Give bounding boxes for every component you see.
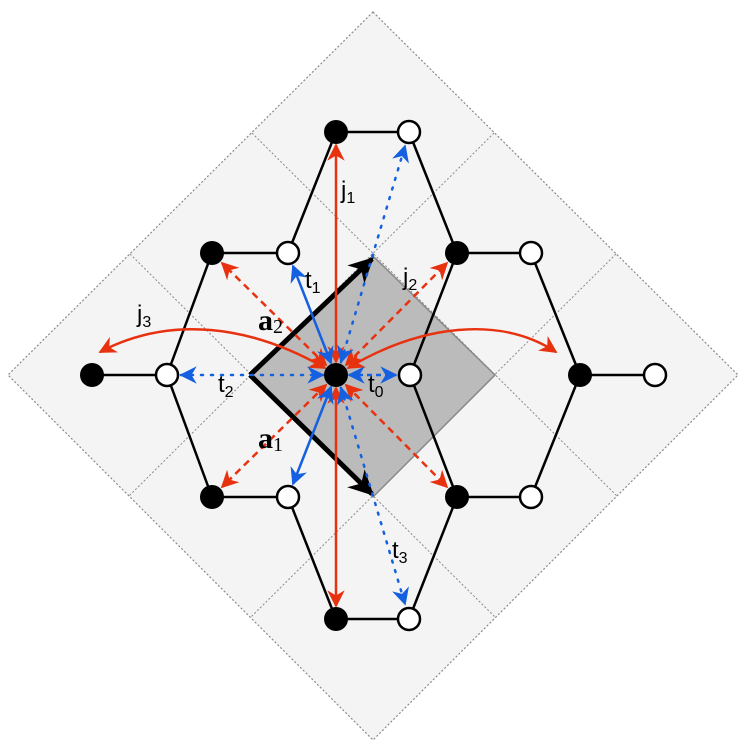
node-a [445,241,469,265]
label-t0: t0 [368,371,384,401]
node-b [518,484,544,510]
node-b [642,362,668,388]
label-a2: a2 [258,304,283,338]
node-b [518,240,544,266]
t1-up-arrow [290,264,334,365]
t3-down-arrow [337,386,409,606]
t3-up-arrow [337,144,409,364]
node-b [275,484,301,510]
label-t3: t3 [392,537,408,567]
node-a-center [324,363,348,387]
node-a [568,363,592,387]
node-a [200,241,224,265]
node-a [80,363,104,387]
node-b [275,240,301,266]
node-a [445,485,469,509]
nodes-b [154,119,668,632]
bonds [92,130,655,621]
node-a [324,607,348,631]
nodes-a [80,120,592,631]
t1-down-arrow [290,385,334,486]
node-b [154,362,180,388]
label-t2: t2 [218,371,234,401]
node-b [397,362,423,388]
node-a [324,120,348,144]
label-a1: a1 [258,422,283,456]
label-j2: j2 [402,264,417,294]
node-a [200,485,224,509]
hopping-arrows [179,144,409,606]
node-b [396,606,422,632]
label-t1: t1 [305,267,321,297]
label-j1: j1 [340,177,355,207]
label-j3: j3 [136,301,151,331]
node-b [396,119,422,145]
labels: j1 j2 j3 t0 t1 t2 t3 a2 a1 [136,177,417,567]
